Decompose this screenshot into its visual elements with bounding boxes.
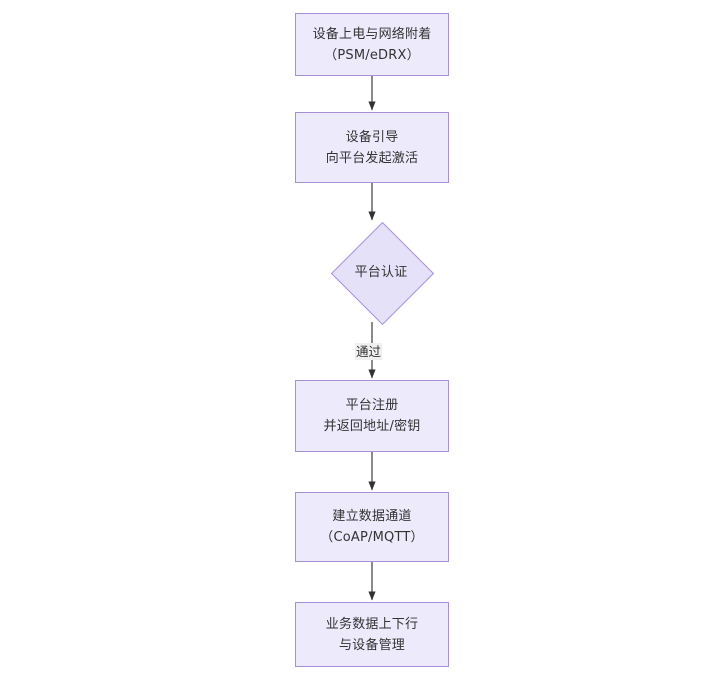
node-power-on[interactable]: 设备上电与网络附着 （PSM/eDRX）: [295, 13, 449, 76]
node-data-channel-line-2: （CoAP/MQTT）: [320, 530, 424, 545]
node-bootstrap-line-2: 向平台发起激活: [325, 150, 419, 166]
node-power-on-line-1: 设备上电与网络附着: [312, 26, 432, 42]
node-data-channel[interactable]: 建立数据通道 （CoAP/MQTT）: [295, 492, 449, 562]
node-platform-auth-line-1: 平台认证: [354, 264, 408, 280]
node-service-data-line-2: 与设备管理: [338, 637, 405, 653]
node-power-on-line-2: （PSM/eDRX）: [324, 47, 420, 63]
node-service-data[interactable]: 业务数据上下行 与设备管理: [295, 602, 449, 667]
node-bootstrap-line-1: 设备引导: [345, 129, 399, 145]
node-platform-register-line-2: 并返回地址/密钥: [323, 419, 421, 434]
edge-label-pass: 通过: [355, 343, 383, 360]
node-bootstrap[interactable]: 设备引导 向平台发起激活: [295, 112, 449, 183]
node-service-data-line-1: 业务数据上下行: [325, 616, 419, 632]
edge-label-pass-text: 通过: [356, 344, 382, 359]
node-data-channel-line-1: 建立数据通道: [332, 509, 412, 524]
node-platform-register[interactable]: 平台注册 并返回地址/密钥: [295, 380, 449, 452]
node-platform-auth[interactable]: 平台认证: [325, 221, 437, 325]
node-platform-register-line-1: 平台注册: [345, 398, 399, 413]
